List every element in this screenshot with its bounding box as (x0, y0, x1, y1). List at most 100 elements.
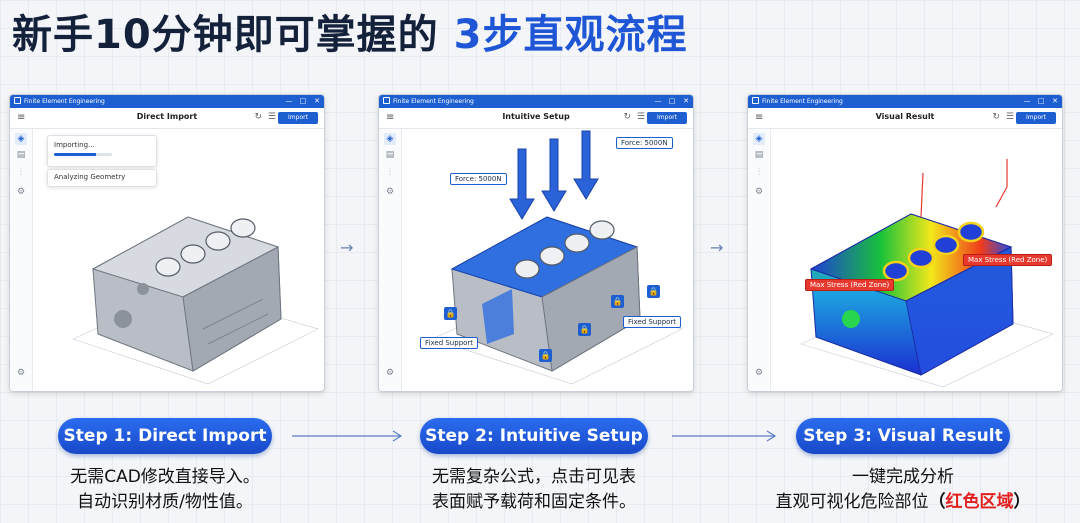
step2-pill: Step 2: Intuitive Setup (420, 418, 648, 454)
import-progress-fill (54, 153, 96, 156)
headline-part2: 3步直观流程 (453, 12, 688, 58)
engine-block-model (431, 130, 683, 385)
title-bar: Finite Element Engineering — □ ✕ (379, 95, 693, 108)
headline-part1: 新手10分钟即可掌握的 (12, 12, 439, 58)
arrow-right-icon: → (710, 238, 724, 257)
model-viewport[interactable]: Max Stress (Red Zone) Max Stress (Red Zo… (771, 129, 1062, 391)
close-icon[interactable]: ✕ (683, 97, 689, 105)
title-bar: Finite Element Engineering — □ ✕ (748, 95, 1062, 108)
layers-icon[interactable]: ▤ (754, 150, 764, 160)
fixed-support-label-left: Fixed Support (420, 337, 479, 349)
step3-desc-paren-close: ） (1013, 492, 1031, 512)
app-logo-icon (383, 97, 390, 104)
close-icon[interactable]: ✕ (314, 97, 320, 105)
maximize-icon[interactable]: □ (299, 97, 307, 105)
page-headline: 新手10分钟即可掌握的 3步直观流程 (12, 2, 687, 60)
import-button[interactable]: Import (647, 112, 687, 124)
model-icon[interactable]: ◈ (753, 133, 765, 145)
force-label-left: Force: 5000N (450, 173, 507, 185)
app-logo-icon (14, 97, 21, 104)
sidebar: ◈ ▤ ⫶ ⚙ ⚙ (748, 129, 771, 391)
sidebar: ◈ ▤ ⫶ ⚙ ⚙ (10, 129, 33, 391)
pill-arrow-2 (672, 430, 777, 442)
gear-icon[interactable]: ⚙ (385, 187, 395, 197)
lock-icon[interactable]: 🔒 (444, 307, 457, 320)
gear-icon[interactable]: ⚙ (16, 187, 26, 197)
step3-desc-paren-open: （ (928, 492, 946, 512)
step1-desc-line2: 自动识别材质/物性值。 (77, 492, 253, 512)
fixed-support-label-right: Fixed Support (623, 316, 682, 328)
lock-icon[interactable]: 🔒 (611, 295, 624, 308)
toolbar: ≡ Intuitive Setup ↻ ☰ Import (379, 108, 693, 129)
menu-icon[interactable]: ≡ (386, 112, 395, 123)
lock-icon[interactable]: 🔒 (647, 285, 660, 298)
step2-desc-line2: 表面赋予载荷和固定条件。 (432, 492, 636, 512)
help-icon[interactable]: ⚙ (754, 368, 764, 378)
app-logo-icon (752, 97, 759, 104)
chart-icon[interactable]: ⫶ (19, 168, 23, 178)
step3-desc-line1: 一键完成分析 (852, 467, 954, 487)
toolbar: ≡ Direct Import ↻ ☰ Import (10, 108, 324, 129)
help-icon[interactable]: ⚙ (16, 368, 26, 378)
app-name: Finite Element Engineering (393, 98, 474, 105)
app-name: Finite Element Engineering (24, 98, 105, 105)
minimize-icon[interactable]: — (654, 97, 662, 105)
step1-pill: Step 1: Direct Import (58, 418, 272, 454)
step2-window: Finite Element Engineering — □ ✕ ≡ Intui… (378, 94, 694, 392)
layers-icon[interactable]: ▤ (16, 150, 26, 160)
undo-icon[interactable]: ↻ (254, 112, 262, 122)
step2-description: 无需复杂公式，点击可见表 表面赋予载荷和固定条件。 (404, 465, 664, 515)
layers-icon[interactable]: ▤ (385, 150, 395, 160)
title-bar: Finite Element Engineering — □ ✕ (10, 95, 324, 108)
menu-icon[interactable]: ≡ (755, 112, 764, 123)
chart-icon[interactable]: ⫶ (757, 168, 761, 178)
arrow-right-icon: → (340, 238, 354, 257)
menu-icon[interactable]: ≡ (17, 112, 26, 123)
pill-arrow-1 (292, 430, 403, 442)
import-status: Importing... (54, 141, 95, 149)
import-button[interactable]: Import (278, 112, 318, 124)
step3-desc-red-zone: 红色区域 (945, 492, 1014, 512)
step1-desc-line1: 无需CAD修改直接导入。 (70, 467, 260, 487)
import-progress-bar (54, 153, 112, 156)
app-name: Finite Element Engineering (762, 98, 843, 105)
model-viewport[interactable]: Importing... Analyzing Geometry (33, 129, 324, 391)
minimize-icon[interactable]: — (1023, 97, 1031, 105)
maximize-icon[interactable]: □ (668, 97, 676, 105)
step1-description: 无需CAD修改直接导入。 自动识别材质/物性值。 (40, 465, 290, 515)
close-icon[interactable]: ✕ (1052, 97, 1058, 105)
undo-icon[interactable]: ↻ (623, 112, 631, 122)
analyzing-panel: Analyzing Geometry (47, 169, 157, 187)
window-title: Direct Import (136, 112, 198, 121)
import-progress-panel: Importing... (47, 135, 157, 167)
chart-icon[interactable]: ⫶ (388, 168, 392, 178)
engine-block-model (72, 216, 319, 385)
settings-icon[interactable]: ☰ (1005, 112, 1014, 122)
step3-window: Finite Element Engineering — □ ✕ ≡ Visua… (747, 94, 1063, 392)
sidebar: ◈ ▤ ⫶ ⚙ ⚙ (379, 129, 402, 391)
step2-desc-line1: 无需复杂公式，点击可见表 (432, 467, 636, 487)
max-stress-label-right: Max Stress (Red Zone) (963, 254, 1053, 266)
model-icon[interactable]: ◈ (15, 133, 27, 145)
import-button[interactable]: Import (1016, 112, 1056, 124)
undo-icon[interactable]: ↻ (992, 112, 1000, 122)
lock-icon[interactable]: 🔒 (539, 349, 552, 362)
settings-icon[interactable]: ☰ (636, 112, 645, 122)
step3-desc-line2: 直观可视化危险部位（红色区域） (738, 490, 1068, 515)
window-title: Intuitive Setup (502, 112, 570, 121)
model-icon[interactable]: ◈ (384, 133, 396, 145)
analyzing-label: Analyzing Geometry (54, 173, 126, 181)
minimize-icon[interactable]: — (285, 97, 293, 105)
help-icon[interactable]: ⚙ (385, 368, 395, 378)
step3-desc-line2a: 直观可视化危险部位 (775, 492, 929, 512)
step3-pill: Step 3: Visual Result (796, 418, 1010, 454)
settings-icon[interactable]: ☰ (267, 112, 276, 122)
lock-icon[interactable]: 🔒 (578, 323, 591, 336)
model-viewport[interactable]: Force: 5000N Force: 5000N 🔒 🔒 🔒 🔒 🔒 Fixe… (402, 129, 693, 391)
step1-window: Finite Element Engineering — □ ✕ ≡ Direc… (9, 94, 325, 392)
gear-icon[interactable]: ⚙ (754, 187, 764, 197)
maximize-icon[interactable]: □ (1037, 97, 1045, 105)
window-title: Visual Result (875, 112, 935, 121)
toolbar: ≡ Visual Result ↻ ☰ Import (748, 108, 1062, 129)
force-label-right: Force: 5000N (616, 137, 673, 149)
